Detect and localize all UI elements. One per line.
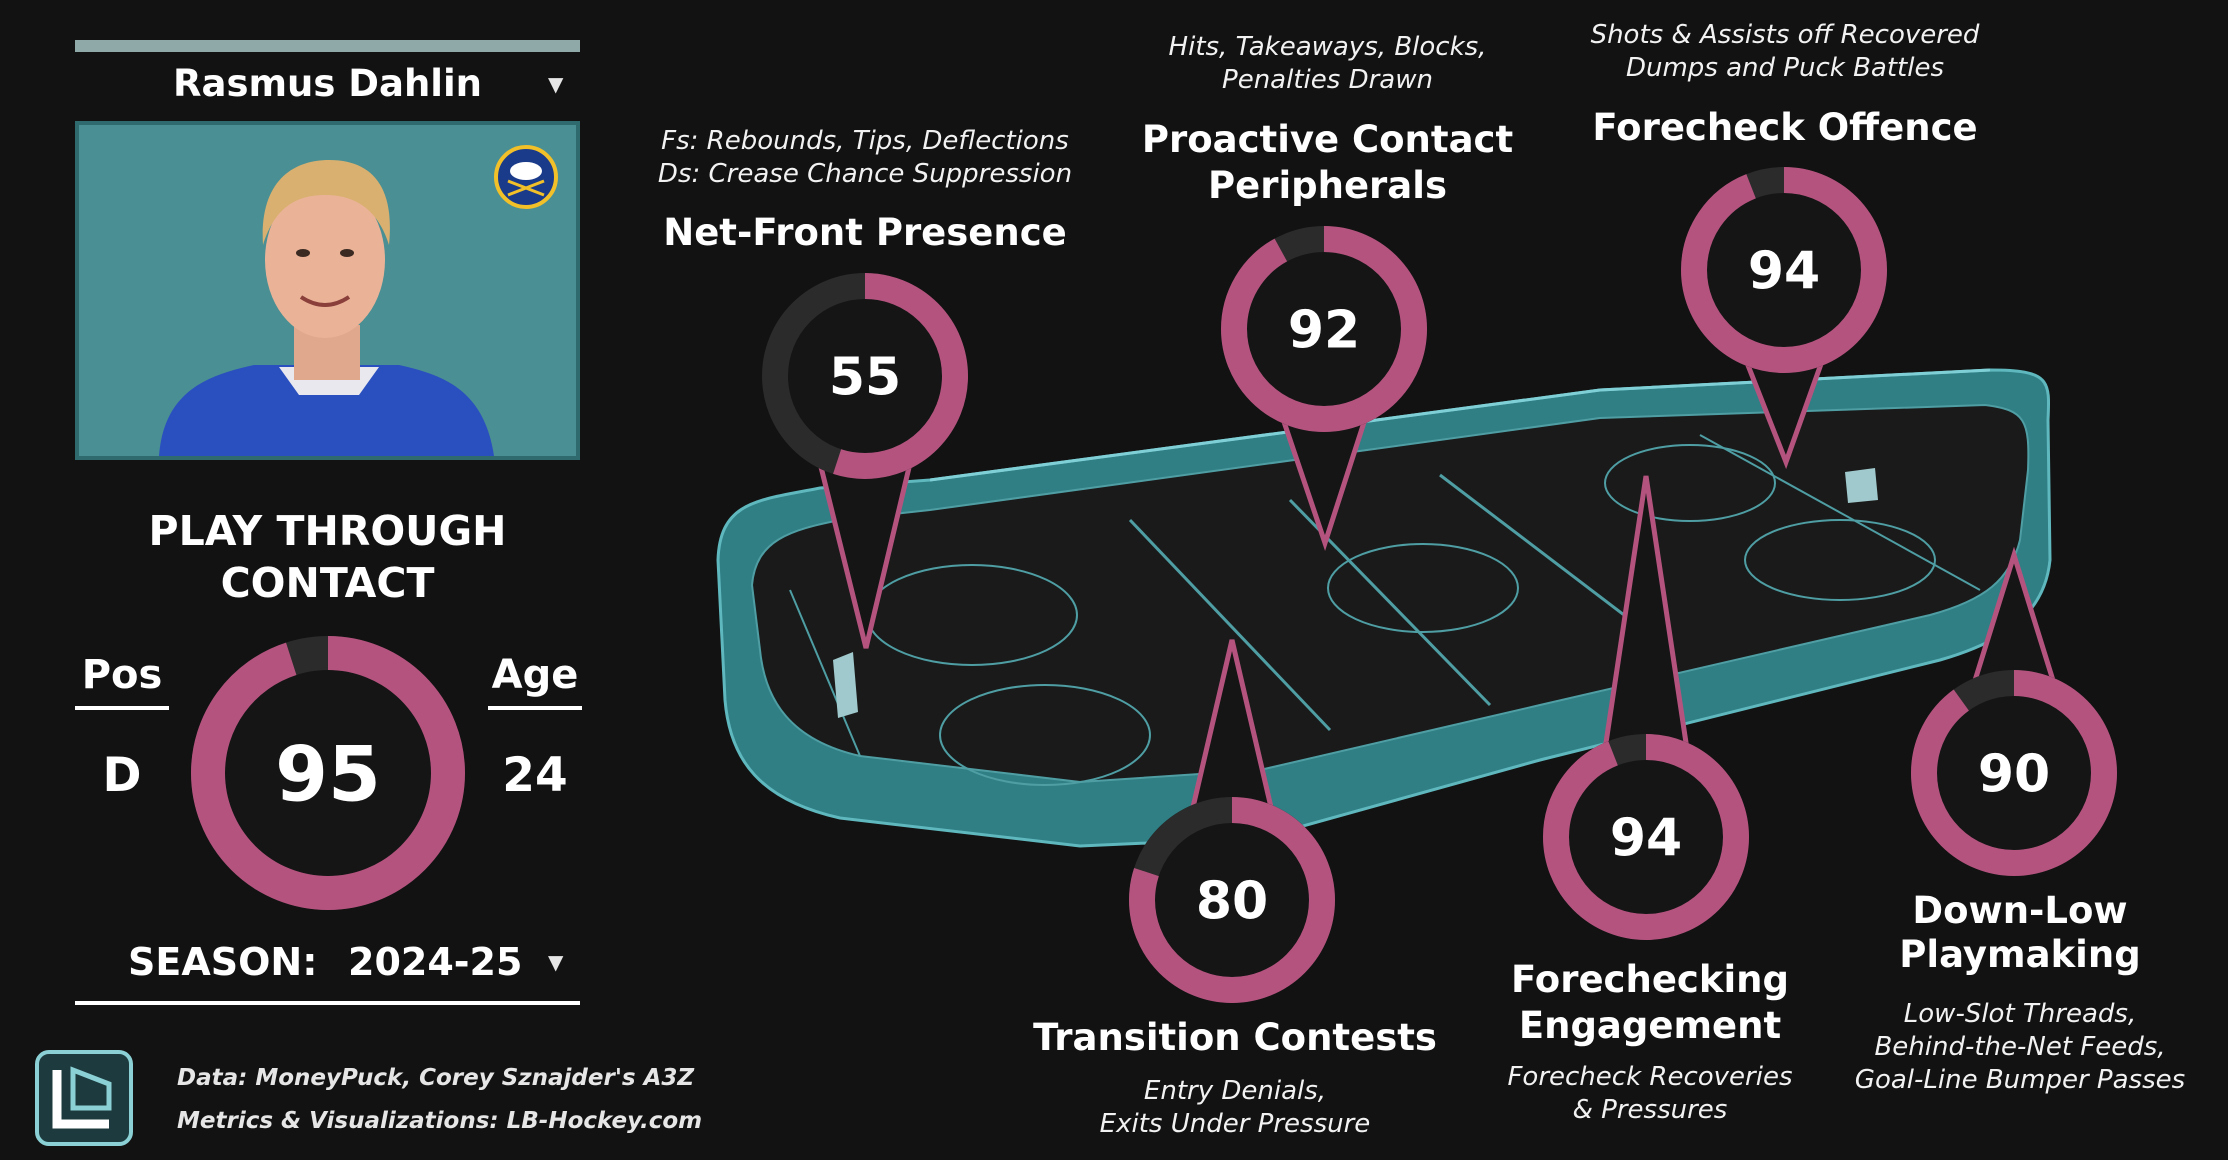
rink-net-1 bbox=[833, 652, 858, 718]
player-name: Rasmus Dahlin bbox=[172, 62, 482, 105]
faceoff-circle-2 bbox=[939, 684, 1151, 786]
net-front-gauge: 55 bbox=[762, 273, 968, 649]
forechecking-engagement-title-2: Engagement bbox=[1518, 1004, 1782, 1047]
down-low-title-2: Playmaking bbox=[1899, 933, 2141, 976]
metric-title: PLAY THROUGH CONTACT bbox=[148, 507, 507, 607]
header-bar bbox=[75, 40, 580, 52]
rink-blue-line-1 bbox=[1128, 518, 1332, 732]
proactive-gauge: 92 bbox=[1221, 226, 1427, 551]
forechecking-engagement-gauge-fill bbox=[1543, 734, 1749, 940]
overall-value: 95 bbox=[275, 729, 381, 818]
season-underline bbox=[75, 1001, 580, 1005]
net-front-gauge-bg bbox=[762, 273, 968, 479]
net-front-value: 55 bbox=[829, 348, 901, 408]
net-front-title: Net-Front Presence bbox=[663, 211, 1067, 254]
rink-net-2 bbox=[1845, 468, 1878, 503]
transition-value: 80 bbox=[1196, 872, 1268, 932]
forechecking-engagement-gauge-bg bbox=[1543, 734, 1749, 940]
rink-goal-line-1 bbox=[789, 589, 861, 757]
player-photo bbox=[75, 121, 580, 460]
proactive-gauge-fill bbox=[1221, 226, 1427, 432]
proactive-sub-2: Penalties Drawn bbox=[1222, 65, 1433, 95]
rink-goal-line-2 bbox=[1699, 434, 1981, 591]
age-label: Age bbox=[491, 652, 579, 698]
proactive-title-2: Peripherals bbox=[1208, 164, 1447, 207]
transition-title: Transition Contests bbox=[1033, 1016, 1437, 1059]
proactive-sub-1: Hits, Takeaways, Blocks, bbox=[1168, 32, 1487, 62]
player-dropdown-icon[interactable]: ▼ bbox=[548, 72, 564, 96]
credits-data: Data: MoneyPuck, Corey Sznajder's A3Z bbox=[177, 1065, 695, 1091]
proactive-gauge-bg bbox=[1221, 226, 1427, 432]
player-portrait bbox=[159, 160, 494, 456]
age-underline bbox=[488, 706, 582, 710]
rink-rim bbox=[929, 368, 1991, 482]
down-low-title-1: Down-Low bbox=[1912, 889, 2128, 932]
credits-metrics: Metrics & Visualizations: LB-Hockey.com bbox=[177, 1108, 703, 1134]
forecheck-offence-gauge-fill bbox=[1681, 167, 1887, 373]
forecheck-offence-gauge: 94 bbox=[1681, 167, 1887, 470]
faceoff-circle-4 bbox=[1744, 519, 1936, 601]
net-front-sub-2: Ds: Crease Chance Suppression bbox=[657, 159, 1073, 189]
rink-ice bbox=[750, 403, 2030, 784]
faceoff-circle-3 bbox=[1604, 444, 1776, 522]
overall-gauge: 95 bbox=[191, 636, 465, 910]
down-low-gauge-bg bbox=[1911, 670, 2117, 876]
center-circle bbox=[1327, 543, 1519, 633]
season-select[interactable]: 2024-25 bbox=[348, 940, 523, 984]
transition-gauge-fill bbox=[1129, 797, 1335, 1003]
pos-value: D bbox=[102, 748, 142, 803]
down-low-gauge-fill bbox=[1911, 670, 2117, 876]
down-low-sub-1: Low-Slot Threads, bbox=[1903, 999, 2137, 1029]
forecheck-offence-sub-1: Shots & Assists off Recovered bbox=[1590, 20, 1980, 50]
proactive-title-1: Proactive Contact bbox=[1141, 118, 1514, 161]
forechecking-engagement-gauge: 94 bbox=[1543, 475, 1749, 940]
down-low-sub-2: Behind-the-Net Feeds, bbox=[1874, 1032, 2166, 1062]
player-select[interactable]: Rasmus Dahlin bbox=[75, 62, 580, 105]
overall-gauge-fill bbox=[191, 636, 465, 910]
forechecking-engagement-sub-2: & Pressures bbox=[1572, 1095, 1728, 1125]
down-low-gauge: 90 bbox=[1911, 546, 2117, 876]
transition-sub-1: Entry Denials, bbox=[1143, 1076, 1327, 1106]
transition-gauge: 80 bbox=[1129, 639, 1335, 1003]
forechecking-engagement-title-1: Forechecking bbox=[1511, 958, 1789, 1001]
pos-label: Pos bbox=[81, 652, 163, 698]
buffalo-sabres-logo-icon bbox=[494, 145, 558, 209]
down-low-sub-3: Goal-Line Bumper Passes bbox=[1854, 1065, 2186, 1095]
forecheck-offence-value: 94 bbox=[1748, 242, 1820, 302]
forecheck-offence-title: Forecheck Offence bbox=[1592, 106, 1978, 149]
proactive-value: 92 bbox=[1288, 301, 1360, 361]
pos-underline bbox=[75, 706, 169, 710]
forechecking-engagement-value: 94 bbox=[1610, 809, 1682, 869]
season-label: SEASON: bbox=[128, 940, 318, 984]
season-dropdown-icon[interactable]: ▼ bbox=[548, 950, 564, 974]
transition-gauge-bg bbox=[1129, 797, 1335, 1003]
net-front-sub-1: Fs: Rebounds, Tips, Deflections bbox=[661, 126, 1069, 156]
lb-hockey-logo-icon bbox=[35, 1050, 133, 1146]
forecheck-offence-gauge-bg bbox=[1681, 167, 1887, 373]
forecheck-offence-sub-2: Dumps and Puck Battles bbox=[1625, 53, 1945, 83]
forechecking-engagement-sub-1: Forecheck Recoveries bbox=[1507, 1062, 1793, 1092]
overall-gauge-bg bbox=[191, 636, 465, 910]
transition-sub-2: Exits Under Pressure bbox=[1099, 1109, 1371, 1139]
age-value: 24 bbox=[502, 748, 568, 803]
net-front-gauge-fill bbox=[762, 273, 968, 479]
down-low-value: 90 bbox=[1978, 745, 2050, 805]
